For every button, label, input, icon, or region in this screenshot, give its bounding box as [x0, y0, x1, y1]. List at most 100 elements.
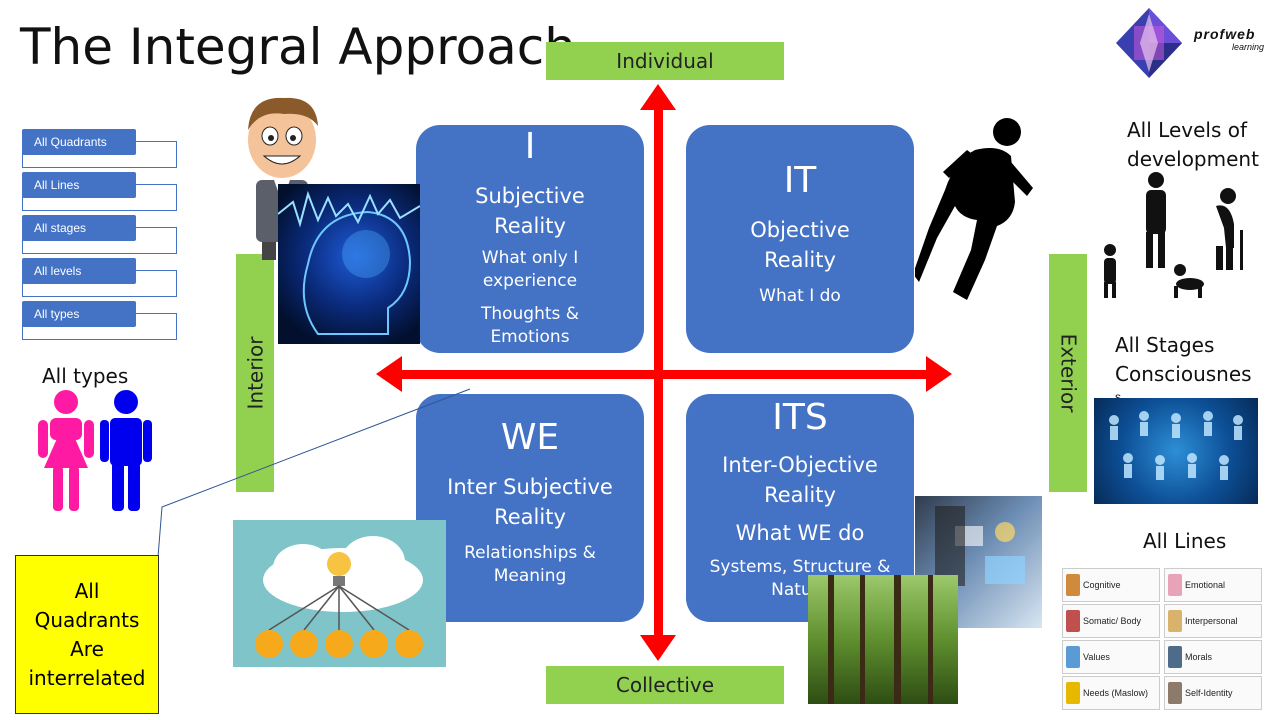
- all-lines-title: All Lines: [1143, 529, 1227, 553]
- quadrant-we-desc1: Relationships &: [464, 543, 596, 563]
- quadrant-i-desc1: What only I: [481, 248, 579, 268]
- line-item: Somatic/ Body: [1062, 604, 1160, 638]
- quadrant-it-line1: Objective: [750, 218, 850, 242]
- quadrant-we-line1: Inter Subjective: [447, 475, 613, 499]
- idea-network-image: [233, 520, 446, 667]
- quadrant-i-desc3: Thoughts &: [480, 304, 580, 324]
- all-levels-line1: All Levels of: [1127, 118, 1247, 142]
- axis-label-individual: Individual: [546, 42, 784, 80]
- axis-label-exterior-text: Exterior: [1056, 333, 1081, 413]
- all-levels-line2: development: [1127, 147, 1259, 171]
- line-label: Values: [1083, 652, 1110, 662]
- sidebar: All Quadrants All Lines All stages All l…: [22, 129, 182, 344]
- callout-line4: interrelated: [28, 665, 146, 690]
- quadrant-its-line2: Reality: [764, 483, 836, 507]
- horizontal-axis-shaft: [398, 370, 932, 379]
- callout-pointer: [157, 388, 471, 558]
- consciousness-image: [1094, 398, 1258, 504]
- cognitive-icon: [1066, 574, 1080, 596]
- sidebar-item-label: All Lines: [34, 178, 80, 192]
- quadrant-it-heading: IT: [783, 160, 817, 201]
- sidebar-item-all-lines[interactable]: All Lines: [22, 172, 136, 198]
- tree-trunks-icon: [828, 575, 933, 704]
- line-label: Needs (Maslow): [1083, 688, 1149, 698]
- quadrant-i-desc4: Emotions: [490, 327, 570, 347]
- quadrant-it-line2: Reality: [764, 248, 836, 272]
- sidebar-item-all-stages[interactable]: All stages: [22, 215, 136, 241]
- axis-label-collective-text: Collective: [615, 673, 715, 697]
- quadrant-its-line1: Inter-Objective: [722, 453, 878, 477]
- all-stages-line3: s: [1115, 390, 1121, 404]
- all-stages-label: All Stages Consciousnes: [1115, 331, 1252, 389]
- axis-label-interior: Interior: [236, 254, 274, 492]
- logo-tagline: learning: [1232, 42, 1265, 52]
- quadrant-i-desc2: experience: [482, 271, 578, 291]
- all-stages-line2: Consciousnes: [1115, 362, 1252, 386]
- sidebar-item-all-types[interactable]: All types: [22, 301, 136, 327]
- quadrant-i-line2: Reality: [494, 214, 566, 238]
- line-item: Self-Identity: [1164, 676, 1262, 710]
- quadrant-i-line1: Subjective: [475, 184, 585, 208]
- right-arrow-head: [926, 356, 952, 392]
- sidebar-item-label: All stages: [34, 221, 87, 235]
- sidebar-item-all-quadrants[interactable]: All Quadrants: [22, 129, 136, 155]
- axis-label-collective: Collective: [546, 666, 784, 704]
- callout-line3: Are: [70, 636, 104, 661]
- quadrant-its-line3: What WE do: [735, 521, 865, 545]
- axis-label-individual-text: Individual: [616, 49, 714, 73]
- development-stages-image: [1104, 172, 1243, 298]
- forest-image: [808, 575, 958, 704]
- sidebar-item-label: All types: [34, 307, 80, 321]
- down-arrow-head: [640, 635, 676, 661]
- sidebar-item-all-levels[interactable]: All levels: [22, 258, 136, 284]
- lines-grid: Cognitive Emotional Somatic/ Body Interp…: [1062, 568, 1262, 712]
- sidebar-item-label: All levels: [34, 264, 82, 278]
- emotional-icon: [1168, 574, 1182, 596]
- brain-wave-icon: [278, 190, 420, 335]
- line-label: Morals: [1185, 652, 1213, 662]
- quadrant-i-heading: I: [524, 126, 536, 167]
- quadrant-we-line2: Reality: [494, 505, 566, 529]
- quadrant-its-heading: ITS: [772, 397, 828, 438]
- line-item: Interpersonal: [1164, 604, 1262, 638]
- male-figure-icon: [100, 390, 152, 511]
- values-icon: [1066, 646, 1080, 668]
- up-arrow-head: [640, 84, 676, 110]
- quadrant-its-desc1: Systems, Structure &: [709, 557, 891, 577]
- callout-box: All Quadrants Are interrelated: [15, 555, 159, 714]
- line-label: Cognitive: [1083, 580, 1121, 590]
- line-label: Self-Identity: [1185, 688, 1233, 698]
- all-types-label: All types: [42, 364, 129, 388]
- lightbulb-cloud-icon: [255, 536, 423, 658]
- all-stages-line1: All Stages: [1115, 333, 1215, 357]
- axis-label-exterior: Exterior: [1049, 254, 1087, 492]
- line-item: Morals: [1164, 640, 1262, 674]
- line-item: Cognitive: [1062, 568, 1160, 602]
- line-item: Emotional: [1164, 568, 1262, 602]
- line-item: Needs (Maslow): [1062, 676, 1160, 710]
- sidebar-item-label: All Quadrants: [34, 135, 107, 149]
- quadrant-it-desc1: What I do: [759, 286, 841, 306]
- brain-head-image: [278, 184, 420, 344]
- morals-icon: [1168, 646, 1182, 668]
- body-icon: [1066, 610, 1080, 632]
- line-item: Values: [1062, 640, 1160, 674]
- line-label: Interpersonal: [1185, 616, 1238, 626]
- pyramid-icon: [1066, 682, 1080, 704]
- quadrant-axes: [376, 84, 952, 661]
- people-network-icon: [1109, 411, 1243, 480]
- quadrant-we-heading: WE: [500, 417, 560, 458]
- diamond-logo-icon: [1116, 8, 1182, 78]
- callout-line2: Quadrants: [34, 607, 140, 632]
- quadrant-it: IT Objective Reality What I do: [686, 125, 914, 353]
- quadrant-i: I Subjective Reality What only I experie…: [416, 125, 644, 353]
- line-label: Somatic/ Body: [1083, 616, 1142, 626]
- self-identity-icon: [1168, 682, 1182, 704]
- tech-icons-icon: [935, 506, 1025, 586]
- runner-silhouette-image: [915, 118, 1033, 300]
- left-arrow-head: [376, 356, 402, 392]
- quadrant-we-desc2: Meaning: [493, 566, 567, 586]
- profweb-logo: profweb learning: [1114, 6, 1274, 80]
- quadrant-we: WE Inter Subjective Reality Relationship…: [416, 394, 644, 622]
- all-levels-label: All Levels of development: [1127, 116, 1259, 174]
